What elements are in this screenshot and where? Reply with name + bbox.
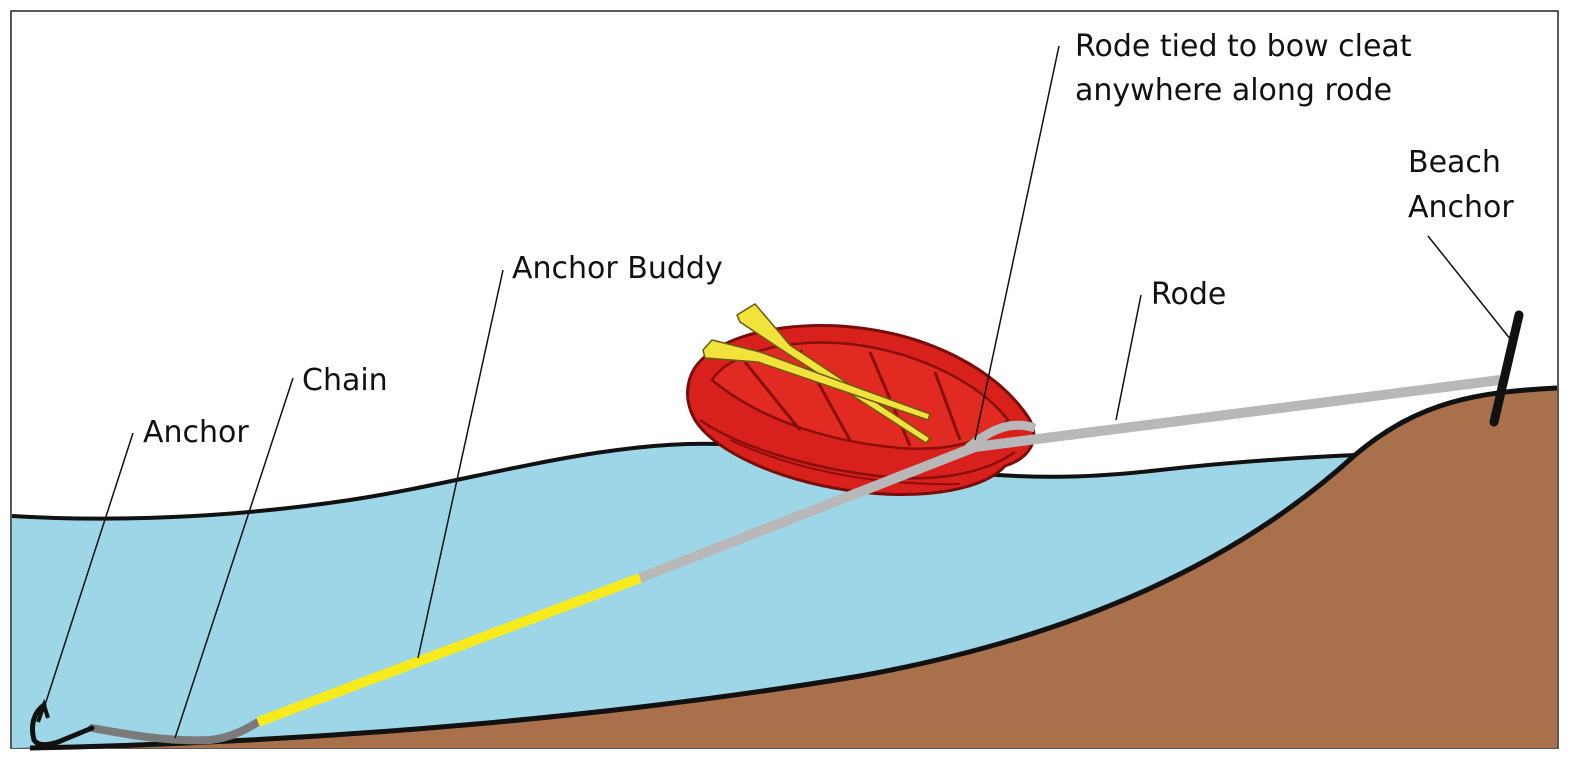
leader-line-rode [1115, 294, 1142, 421]
bow-cleat-tie [965, 420, 1037, 452]
beach [30, 388, 1557, 748]
leader-line-rode-tied [974, 45, 1060, 441]
chain [88, 718, 262, 745]
rode-to-beach [974, 375, 1501, 452]
label-beach-anchor-line2: Anchor [1408, 190, 1514, 225]
label-anchor: Anchor [143, 415, 249, 450]
label-rode-tied-line2: anywhere along rode [1075, 73, 1392, 108]
boat-seat [933, 371, 962, 441]
anchor-buddy [256, 573, 642, 727]
label-rode-tied-line1: Rode tied to bow cleat [1075, 29, 1412, 64]
rode-underwater [638, 442, 977, 583]
boat-keel-line [729, 439, 961, 486]
leader-line-beach-anchor [1427, 235, 1512, 341]
label-anchor-buddy: Anchor Buddy [512, 251, 723, 286]
anchor [29, 698, 95, 748]
oar [736, 303, 932, 444]
water [12, 443, 1355, 748]
leader-line-chain [174, 377, 294, 739]
beach-anchor-stake [1489, 310, 1524, 427]
anchor-tip [36, 698, 50, 723]
label-rode: Rode [1151, 277, 1226, 312]
label-chain: Chain [302, 363, 388, 398]
leader-line-anchor-buddy [417, 269, 504, 659]
anchor-fluke [29, 702, 95, 748]
label-beach-anchor-line1: Beach [1408, 145, 1501, 180]
seabed-outline [29, 385, 1558, 751]
oar [702, 339, 931, 421]
boat-seat [743, 361, 802, 431]
leader-line-anchor [43, 432, 134, 709]
